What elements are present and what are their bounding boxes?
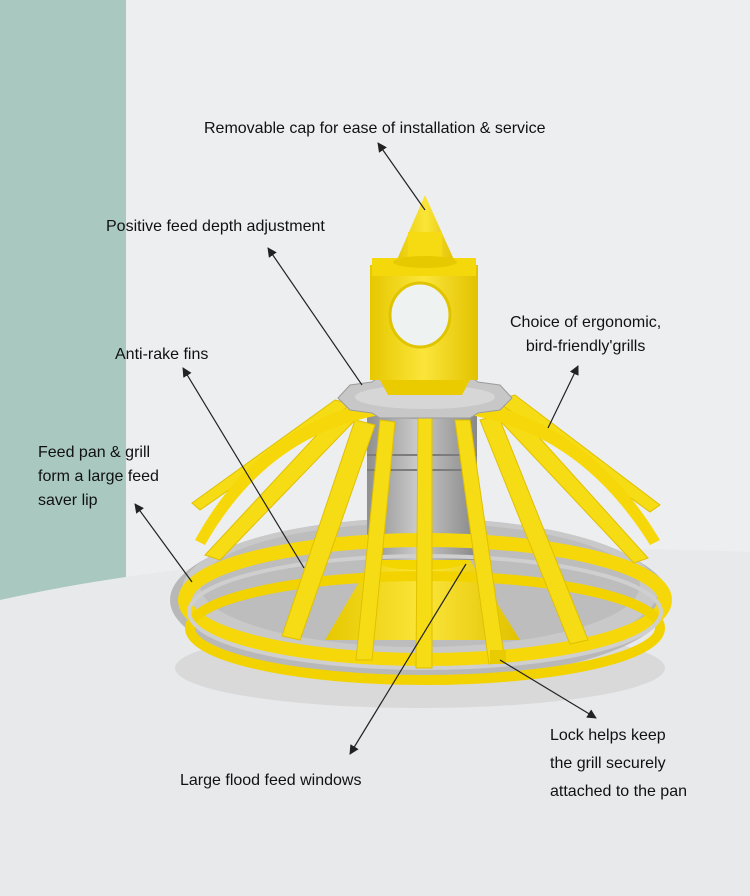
column-hole <box>388 281 452 349</box>
arrow-fins <box>182 367 305 569</box>
grill-dome <box>195 395 660 545</box>
arrow-depth <box>267 247 363 386</box>
callout-lip: Feed pan & grill form a large feed saver… <box>38 441 159 513</box>
callout-grills: Choice of ergonomic, bird-friendly'grill… <box>510 311 661 359</box>
callout-lip-line: form a large feed <box>38 468 159 485</box>
callout-depth: Positive feed depth adjustment <box>106 218 325 235</box>
callout-windows: Large flood feed windows <box>180 772 362 789</box>
callout-cap: Removable cap for ease of installation &… <box>204 120 546 137</box>
callout-lip-line: saver lip <box>38 492 98 509</box>
arrow-lip <box>134 503 193 583</box>
arrow-lock <box>499 659 597 719</box>
grill-lock <box>490 650 506 664</box>
callout-arrows <box>134 142 597 755</box>
arrow-windows <box>349 563 467 755</box>
callout-fins: Anti-rake fins <box>115 346 209 363</box>
arrow-cap <box>377 142 426 211</box>
callout-lock-line: attached to the pan <box>550 783 687 800</box>
callout-lip-line: Feed pan & grill <box>38 444 151 461</box>
callout-grills-line: Choice of ergonomic, <box>510 314 662 331</box>
callout-lock: Lock helps keep the grill securely attac… <box>550 722 687 806</box>
callout-lock-line: Lock helps keep <box>550 727 666 744</box>
arrow-grills <box>547 365 579 429</box>
callout-grills-line: bird-friendly'grills <box>525 338 646 355</box>
feeder-illustration <box>170 195 672 708</box>
callout-lock-line: the grill securely <box>550 755 666 772</box>
